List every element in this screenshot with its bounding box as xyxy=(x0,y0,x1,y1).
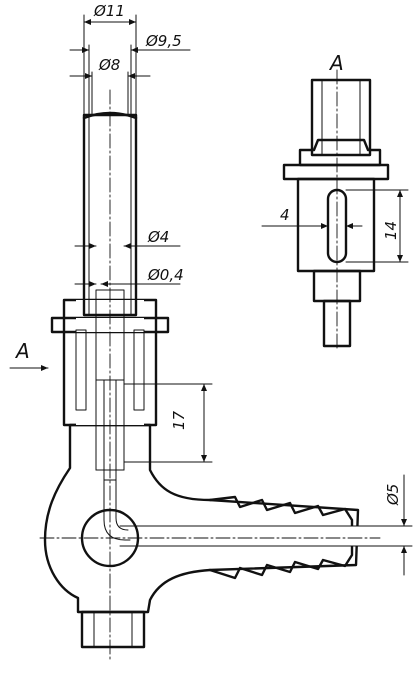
dim-d4: Ø4 xyxy=(147,228,169,246)
dim-d5: Ø5 xyxy=(384,484,402,506)
bottom-socket xyxy=(80,610,146,649)
dim-d8: Ø8 xyxy=(98,56,120,74)
dim-d0-4: Ø0,4 xyxy=(147,266,184,284)
dim-d11: Ø11 xyxy=(93,2,125,20)
view-label-detail: A xyxy=(328,51,344,75)
dim-slot-height: 14 xyxy=(382,221,400,240)
elbow-body xyxy=(43,423,360,614)
main-section-view xyxy=(9,14,413,661)
capillary xyxy=(103,469,131,541)
dim-len-17: 17 xyxy=(170,410,188,430)
view-label-arrow: A xyxy=(14,339,30,363)
dim-slot-width: 4 xyxy=(280,206,290,224)
dim-d9-5: Ø9,5 xyxy=(145,32,182,50)
detail-view-a xyxy=(261,69,409,351)
spout-bore xyxy=(120,526,360,546)
